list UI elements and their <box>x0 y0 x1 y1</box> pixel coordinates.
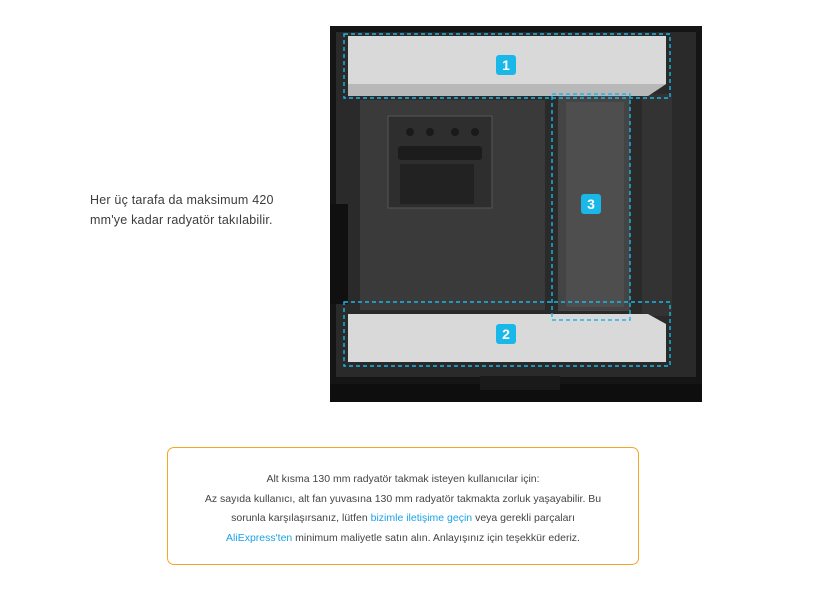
feature-caption: Her üç tarafa da maksimum 420 mm'ye kada… <box>90 193 274 227</box>
notice-text: minimum maliyetle satın alın. Anlayışını… <box>292 531 580 544</box>
notice-line-3: sorunla karşılaşırsanız, lütfen bizimle … <box>168 509 638 529</box>
notice-text: sorunla karşılaşırsanız, lütfen <box>231 512 371 524</box>
side-rail <box>642 94 672 316</box>
marker-1-label: 1 <box>502 57 510 73</box>
marker-1-badge <box>496 55 516 75</box>
marker-3-badge <box>581 194 601 214</box>
aliexpress-link[interactable]: AliExpress'ten <box>226 531 293 544</box>
notice-line-4: AliExpress'ten minimum maliyetle satın a… <box>168 529 638 549</box>
side-zone-outline <box>551 93 631 321</box>
notice-text: veya gerekli parçaları <box>472 512 575 524</box>
marker-3-label: 3 <box>587 196 595 212</box>
case-base <box>330 384 702 402</box>
bottom-zone-outline <box>343 301 671 367</box>
contact-us-link[interactable]: bizimle iletişime geçin <box>370 512 473 524</box>
top-zone-outline <box>343 33 671 99</box>
io-slot <box>398 146 482 160</box>
vent-grid <box>400 164 474 204</box>
rear-panel <box>330 204 348 304</box>
top-radiator-shade <box>348 84 666 96</box>
screw-hole <box>406 128 414 136</box>
marker-2-badge <box>496 324 516 344</box>
notice-line-1: Alt kısma 130 mm radyatör takmak isteyen… <box>266 473 540 485</box>
notice-box: Alt kısma 130 mm radyatör takmak isteyen… <box>167 447 639 565</box>
screw-hole <box>471 128 479 136</box>
base-foot <box>480 376 560 390</box>
marker-2-label: 2 <box>502 326 510 342</box>
screw-hole <box>451 128 459 136</box>
notice-line-2: Az sayıda kullanıcı, alt fan yuvasına 13… <box>204 492 602 505</box>
case-radiator-image: 1 2 3 <box>330 24 702 404</box>
screw-hole <box>426 128 434 136</box>
pc-case-illustration: 1 2 3 <box>330 26 702 402</box>
